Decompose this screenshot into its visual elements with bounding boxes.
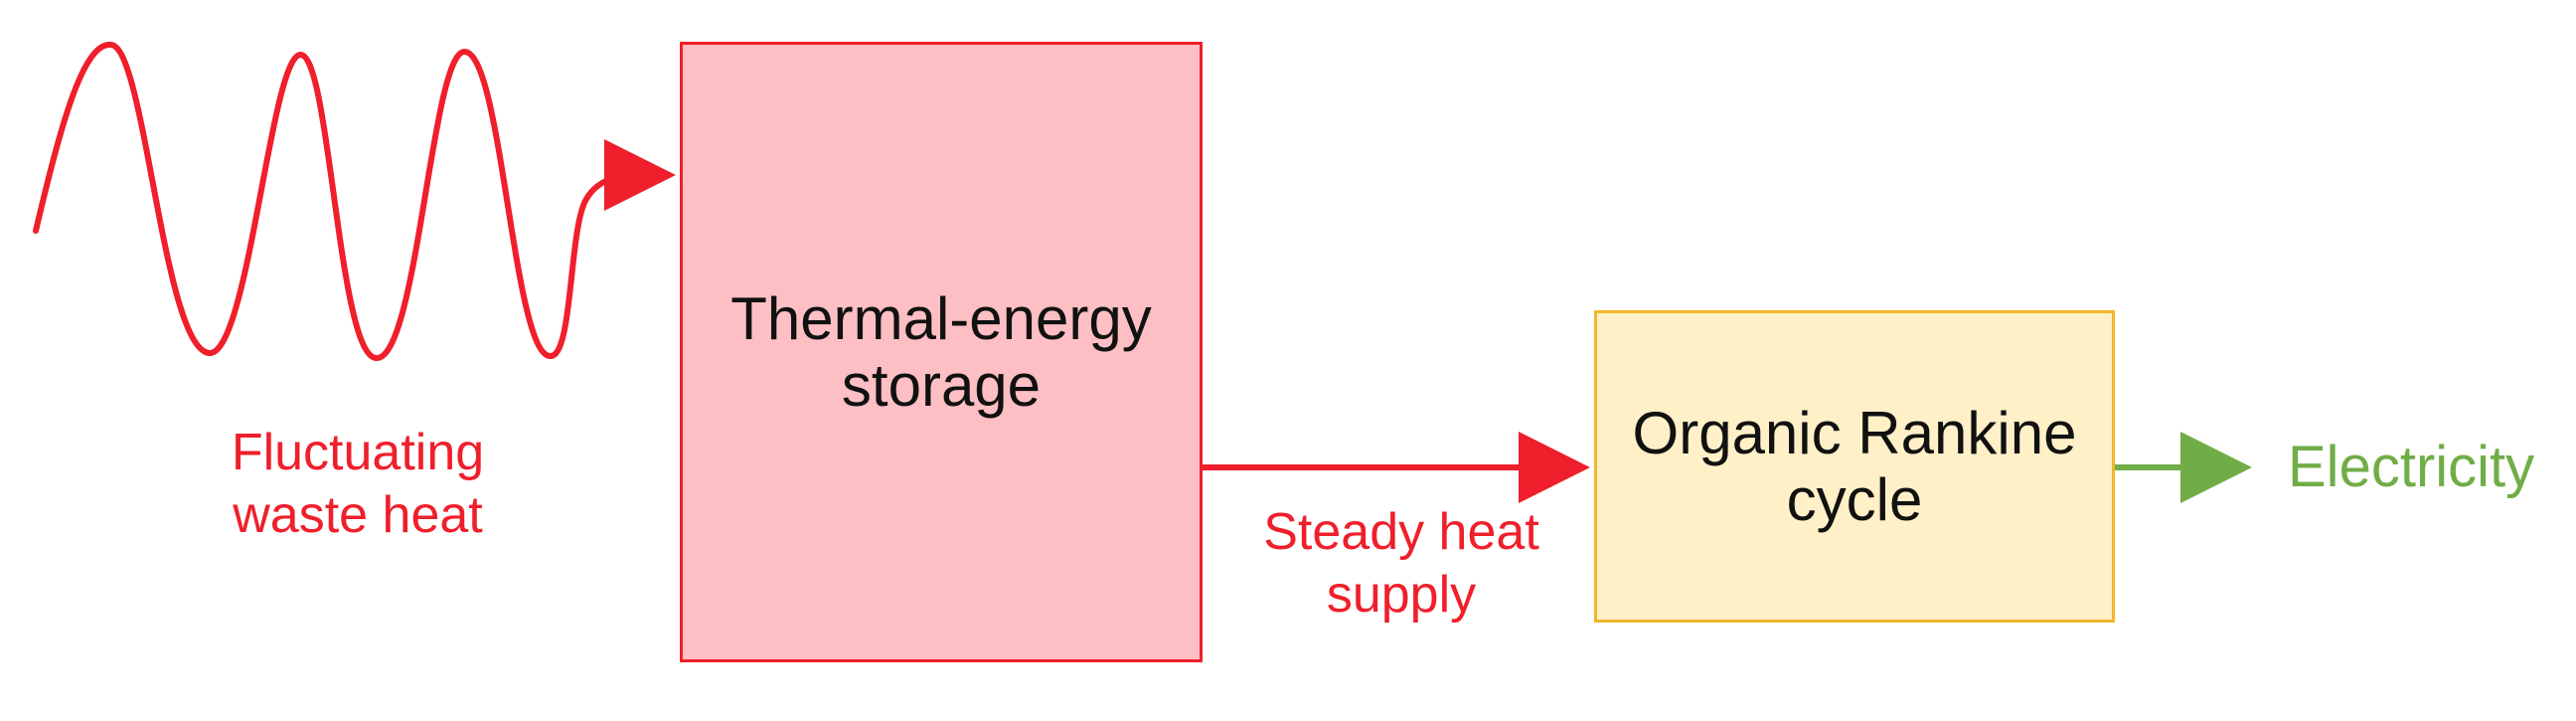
organic-rankine-cycle-label: Organic Rankine cycle: [1632, 399, 2077, 533]
fluctuating-waste-heat-wave: [33, 42, 676, 361]
thermal-energy-storage-label: Thermal-energy storage: [730, 284, 1152, 419]
electricity-label: Electricity: [2288, 435, 2535, 499]
thermal-energy-storage-block: Thermal-energy storage: [680, 42, 1203, 662]
steady-heat-supply-label: Steady heat supply: [1263, 503, 1539, 625]
fluctuating-waste-heat-label: Fluctuating waste heat: [231, 424, 485, 545]
organic-rankine-cycle-block: Organic Rankine cycle: [1594, 310, 2115, 623]
